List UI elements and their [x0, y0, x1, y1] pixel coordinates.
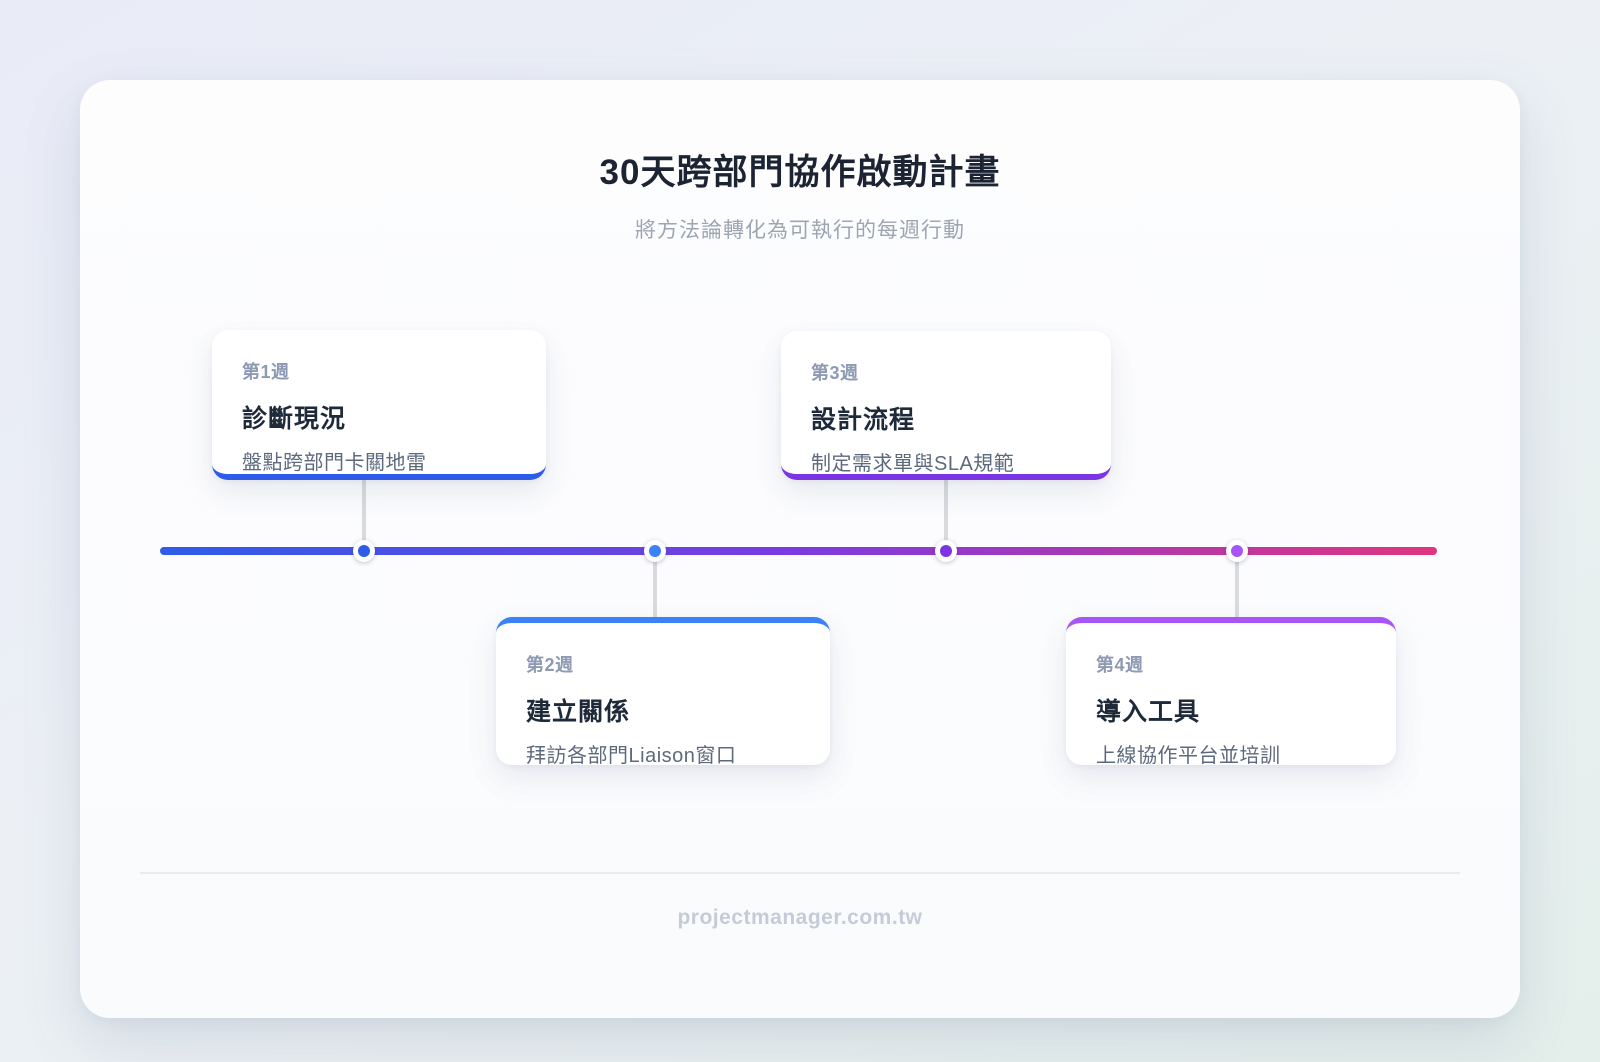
milestone-card-week3: 第3週 設計流程 制定需求單與SLA規範	[781, 331, 1111, 480]
milestone-title: 診斷現況	[242, 405, 347, 433]
timeline-dot-week4	[1226, 540, 1248, 562]
connector-week4	[1235, 553, 1239, 619]
footer-divider	[140, 872, 1460, 874]
week-label: 第2週	[526, 655, 574, 675]
page-title: 30天跨部門協作啟動計畫	[599, 153, 1001, 192]
milestone-title: 設計流程	[811, 406, 916, 434]
milestone-desc: 拜訪各部門Liaison窗口	[526, 745, 737, 767]
milestone-card-week4: 第4週 導入工具 上線協作平台並培訓	[1066, 617, 1396, 767]
connector-week1	[362, 478, 366, 546]
connector-week2	[653, 553, 657, 619]
week-label: 第1週	[242, 362, 290, 382]
milestone-title: 導入工具	[1096, 698, 1201, 726]
dot-core-week1	[358, 545, 370, 557]
footer-url: projectmanager.com.tw	[677, 906, 923, 929]
dot-core-week3	[940, 545, 952, 557]
milestone-card-week1: 第1週 診斷現況 盤點跨部門卡關地雷	[212, 330, 546, 480]
timeline-dot-week1	[353, 540, 375, 562]
timeline-dot-week2	[644, 540, 666, 562]
timeline-line	[160, 547, 1437, 555]
main-panel: 30天跨部門協作啟動計畫 將方法論轉化為可執行的每週行動 第1週 診斷現況 盤點…	[80, 80, 1520, 1018]
milestone-desc: 盤點跨部門卡關地雷	[242, 452, 427, 474]
milestone-card-week2: 第2週 建立關係 拜訪各部門Liaison窗口	[496, 617, 830, 767]
week-label: 第4週	[1096, 655, 1144, 675]
milestone-desc: 制定需求單與SLA規範	[811, 453, 1015, 475]
timeline-dot-week3	[935, 540, 957, 562]
dot-core-week4	[1231, 545, 1243, 557]
week-label: 第3週	[811, 363, 859, 383]
dot-core-week2	[649, 545, 661, 557]
milestone-title: 建立關係	[526, 698, 631, 726]
connector-week3	[944, 478, 948, 546]
page-subtitle: 將方法論轉化為可執行的每週行動	[635, 219, 965, 242]
milestone-desc: 上線協作平台並培訓	[1096, 745, 1281, 767]
